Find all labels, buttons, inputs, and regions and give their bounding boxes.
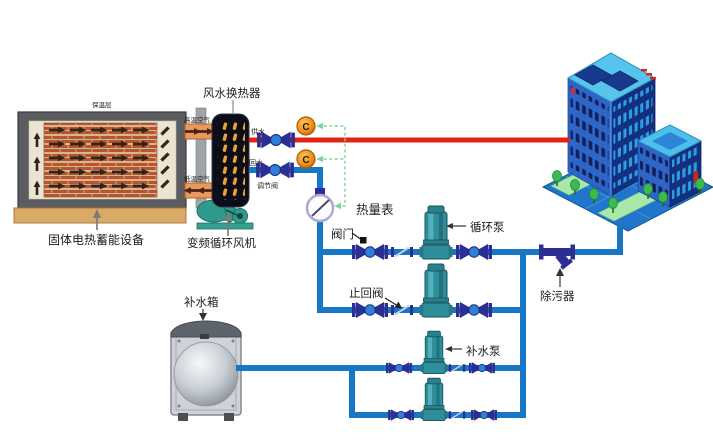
valve-icon [387,408,415,422]
circulation-pump [419,263,453,318]
label-duct-top: 高温空气 [184,115,211,124]
air-duct-bottom [183,182,214,199]
label-heat-meter: 热量表 [356,203,394,217]
label-duct-bottom: 低温空气 [184,174,211,183]
label-valve: 阀门 [331,227,354,241]
valve-icon [385,361,413,375]
valve-icon [351,301,389,319]
valve-icon [468,361,496,375]
label-tank: 补水箱 [184,295,219,309]
signal-arrowheads [316,122,341,210]
air-water-heat-exchanger [211,113,250,208]
label-storage: 固体电热蓄能设备 [48,233,144,247]
temp-sensor: C [296,116,316,136]
valve-icon [455,243,493,261]
air-duct-top [184,123,215,140]
roof-red-units [641,69,656,80]
valve-icon [455,301,493,319]
roof-panel [574,64,612,86]
makeup-water-tank [170,320,242,421]
labels: 保温层 固体电热蓄能设备 高温空气 低温空气 风水换热器 变频循环风机 供水 回… [48,86,575,358]
storage-base [13,207,187,224]
sensor-glyph: C [302,122,309,133]
building-block [541,52,713,232]
circulation-pump [419,205,453,260]
label-circulation-pump: 循环泵 [470,221,505,234]
temp-sensor: C [296,149,316,169]
label-fan: 变频循环风机 [187,236,256,250]
annex-right-face [669,140,702,208]
signal-lines [318,125,346,207]
label-exchanger: 风水换热器 [203,86,261,100]
label-check-valve: 止回阀 [349,286,384,300]
sensor-glyph: C [302,155,309,166]
label-regulating-valve: 调节阀 [257,181,278,190]
valve-icon [470,408,498,422]
thermal-storage-unit [13,111,187,224]
valve-icon [351,243,389,261]
label-supply: 供水 [251,127,265,136]
strainer-icon [539,244,575,270]
label-return: 回水 [249,158,263,167]
pointer-arrows [93,100,564,352]
roof-panel [601,70,639,92]
heat-meter [305,188,335,223]
annex-roof-panel [652,132,688,150]
label-insulation: 保温层 [92,100,112,109]
makeup-pump [420,377,448,422]
label-makeup-pump: 补水泵 [466,345,501,358]
makeup-pump [420,330,448,375]
tower-left-face [567,77,612,197]
label-strainer: 除污器 [540,289,575,303]
